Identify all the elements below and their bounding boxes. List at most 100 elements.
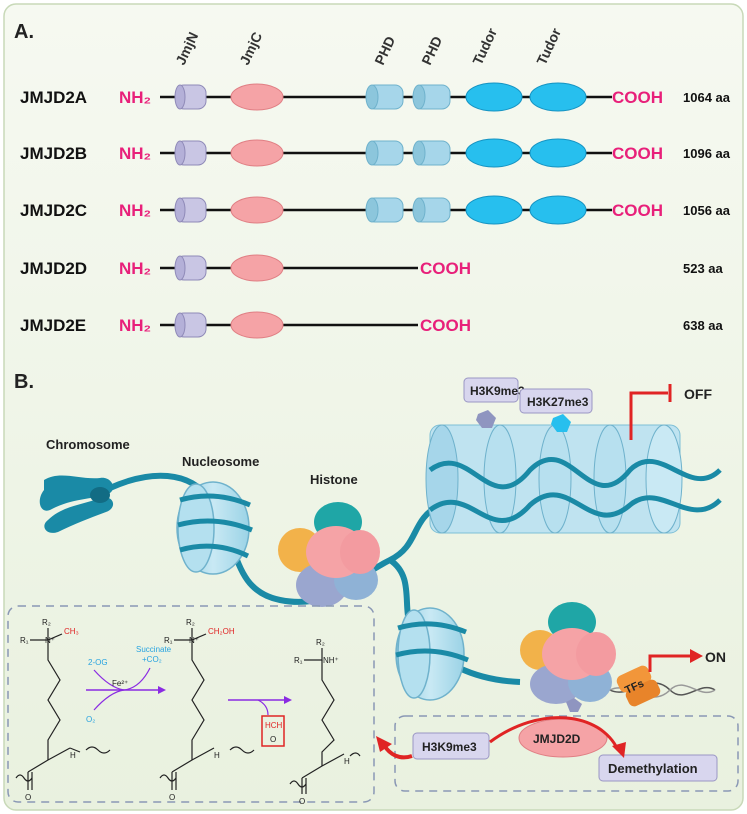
nucleosome-icon bbox=[176, 481, 253, 575]
heterochromatin-fiber bbox=[425, 424, 722, 534]
chromosome-label: Chromosome bbox=[46, 437, 130, 452]
protein-length: 1064 aa bbox=[683, 90, 731, 105]
demethylation-label: Demethylation bbox=[608, 761, 698, 776]
c-terminus-label: COOH bbox=[612, 144, 663, 163]
hydroxymethyl-lysine-structure bbox=[159, 628, 255, 790]
protein-length: 638 aa bbox=[683, 318, 724, 333]
on-label: ON bbox=[705, 649, 726, 665]
tudor-domain-1 bbox=[465, 82, 523, 112]
carbonyl-o-label-2: O bbox=[169, 793, 175, 802]
phd-domain-1 bbox=[365, 197, 404, 223]
h3k27me3-label: H3K27me3 bbox=[527, 395, 589, 409]
n-terminus-label: NH₂ bbox=[119, 316, 151, 335]
n-terminus-label: NH₂ bbox=[119, 201, 151, 220]
c-terminus-label: COOH bbox=[420, 316, 471, 335]
protein-name: JMJD2B bbox=[20, 144, 87, 163]
tudor-domain-1 bbox=[465, 195, 523, 225]
nh-plus-label: NH⁺ bbox=[323, 656, 339, 665]
formaldehyde-box bbox=[261, 715, 285, 747]
2og-label: 2-OG bbox=[88, 658, 108, 667]
c-terminus-label: COOH bbox=[420, 259, 471, 278]
oxygen-curve bbox=[93, 689, 125, 711]
panel-a-label: A. bbox=[14, 21, 34, 43]
trimethyl-lysine-structure bbox=[15, 628, 111, 790]
reaction-arrowhead bbox=[612, 742, 626, 758]
tudor-domain-2 bbox=[529, 82, 587, 112]
link-arrowhead bbox=[376, 736, 392, 752]
tfs-icon bbox=[616, 665, 661, 707]
histone-octamer-icon bbox=[278, 502, 380, 607]
protein-row-jmjd2a: JMJD2A NH₂ COOH 1064 aa bbox=[20, 82, 731, 112]
formaldehyde-o-label: O bbox=[270, 735, 276, 744]
r1-label: R₁ bbox=[20, 636, 29, 645]
tudor-domain-1 bbox=[465, 138, 523, 168]
carbonyl-o-label-3: O bbox=[299, 797, 305, 806]
fe-label: Fe²⁺ bbox=[112, 679, 128, 688]
ch3-label: CH₃ bbox=[64, 627, 79, 636]
h3k9me3-mark-icon bbox=[476, 410, 496, 428]
r1-label-2: R₁ bbox=[164, 636, 173, 645]
jmjn-domain bbox=[174, 140, 207, 166]
carbonyl-o-label: O bbox=[25, 793, 31, 802]
protein-row-jmjd2b: JMJD2B NH₂ COOH 1096 aa bbox=[20, 138, 731, 168]
protein-length: 523 aa bbox=[683, 261, 724, 276]
jmjn-domain bbox=[174, 255, 207, 281]
off-label: OFF bbox=[684, 386, 712, 402]
demethylation-tag bbox=[598, 754, 718, 782]
demethylated-lysine-structure bbox=[289, 648, 361, 794]
tudor-domain-2 bbox=[529, 138, 587, 168]
dna-strand bbox=[108, 472, 442, 605]
jmjn-domain bbox=[174, 84, 207, 110]
protein-row-jmjd2d: JMJD2D NH₂ COOH 523 aa bbox=[20, 254, 724, 282]
r1-label-3: R₁ bbox=[294, 656, 303, 665]
panel-b-label: B. bbox=[14, 371, 34, 393]
phd-domain-2 bbox=[412, 197, 451, 223]
h3k9me3-tag bbox=[463, 377, 519, 403]
chromosome-icon bbox=[39, 475, 114, 533]
reaction-arrow bbox=[489, 716, 620, 751]
nucleosome-label: Nucleosome bbox=[182, 454, 259, 469]
jmjc-domain bbox=[230, 139, 284, 167]
ch2oh-label: CH₂OH bbox=[208, 627, 235, 636]
phd-domain-1 bbox=[365, 84, 404, 110]
reaction-box bbox=[7, 605, 375, 803]
jmjc-domain bbox=[230, 83, 284, 111]
jmjn-domain bbox=[174, 197, 207, 223]
jmjc-domain bbox=[230, 311, 284, 339]
h3k27me3-mark-icon bbox=[551, 414, 571, 432]
n-plus-label: N⁺ bbox=[45, 636, 55, 645]
co2-label: +CO₂ bbox=[142, 655, 162, 664]
protein-name: JMJD2C bbox=[20, 201, 87, 220]
protein-name: JMJD2E bbox=[20, 316, 86, 335]
c-terminus-label: COOH bbox=[612, 88, 663, 107]
phd-domain-1 bbox=[365, 140, 404, 166]
jmjn-domain bbox=[174, 312, 207, 338]
protein-row-jmjd2e: JMJD2E NH₂ COOH 638 aa bbox=[20, 311, 724, 339]
jmjc-domain bbox=[230, 254, 284, 282]
succinate-label: Succinate bbox=[136, 645, 172, 654]
r2-label: R₂ bbox=[42, 618, 51, 627]
reaction-step-1-arrowhead bbox=[158, 686, 166, 694]
c-terminus-label: COOH bbox=[612, 201, 663, 220]
h3k27me3-tag bbox=[519, 388, 593, 414]
reaction-step-2-arrowhead bbox=[284, 696, 292, 704]
nucleosome-open-icon bbox=[395, 607, 469, 701]
protein-name: JMJD2A bbox=[20, 88, 87, 107]
r2-label-2: R₂ bbox=[186, 618, 195, 627]
phd-domain-2 bbox=[412, 140, 451, 166]
n-terminus-label: NH₂ bbox=[119, 88, 151, 107]
o2-label: O₂ bbox=[86, 715, 95, 724]
n-terminus-label: NH₂ bbox=[119, 259, 151, 278]
nh-label: H bbox=[70, 751, 76, 760]
repression-arrow bbox=[629, 391, 668, 440]
histone-label: Histone bbox=[310, 472, 358, 487]
protein-name: JMJD2D bbox=[20, 259, 87, 278]
activation-arrowhead bbox=[690, 649, 703, 663]
n-plus-label-2: N⁺ bbox=[189, 636, 199, 645]
formaldehyde-branch bbox=[257, 699, 269, 716]
formaldehyde-label: HCH bbox=[265, 721, 283, 730]
histone-octamer-active-icon bbox=[520, 602, 616, 704]
r2-label-3: R₂ bbox=[316, 638, 325, 647]
protein-row-jmjd2c: JMJD2C NH₂ COOH 1056 aa bbox=[20, 195, 731, 225]
